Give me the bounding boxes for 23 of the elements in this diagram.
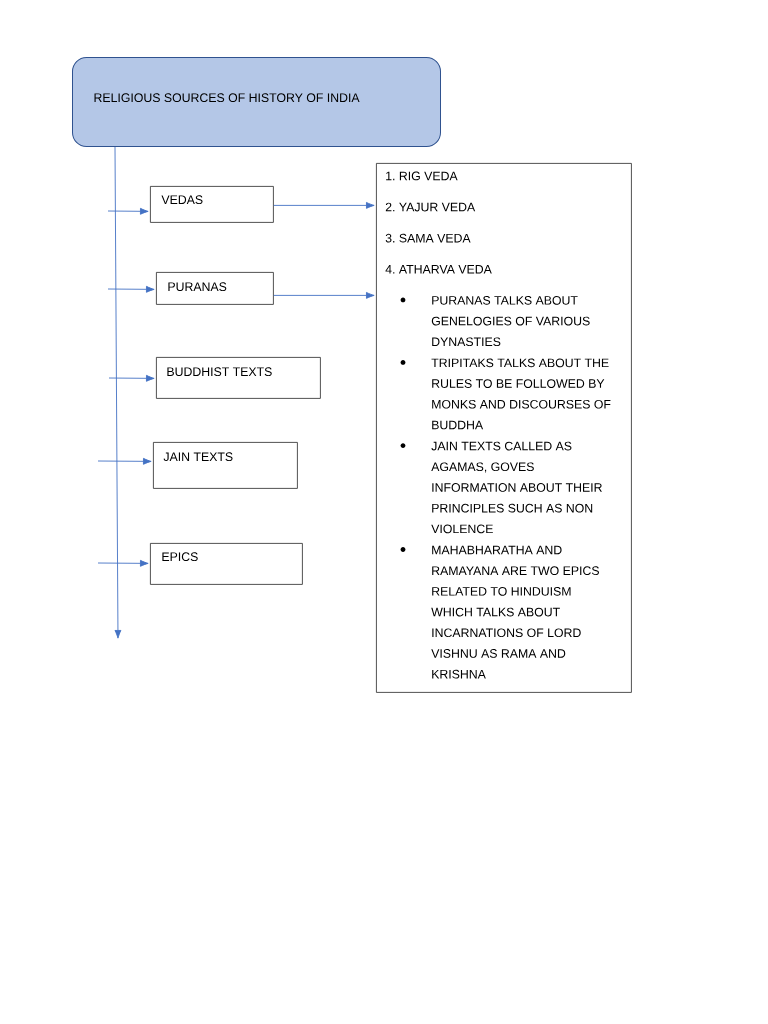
arrow xyxy=(108,374,155,382)
category-box: EPICS xyxy=(150,543,303,585)
list-box xyxy=(376,163,632,693)
list-item: MAHABHARATHA AND RAMAYANA ARE TWO EPICS RELATED TO HINDUISM WHICH TALKS ABOUT INCARNATIONS OF LORD VISHNU AS RAMA AND KRISHNA xyxy=(431,545,599,679)
arrow xyxy=(273,292,375,299)
heading-box: RELIGIOUS SOURCES OF HISTORY OF INDIA xyxy=(72,57,441,147)
category-box: BUDDHIST TEXTS xyxy=(156,357,321,399)
category-box: PURANAS xyxy=(156,272,274,305)
arrow xyxy=(114,146,122,639)
list-item: JAIN TEXTS CALLED AS AGAMAS, GOVES INFORMATION ABOUT THEIR PRINCIPLES SUCH AS NON VIOLENCE xyxy=(431,441,602,534)
category-box: JAIN TEXTS xyxy=(153,442,298,489)
list-item: 3. SAMA VEDA xyxy=(385,233,471,243)
arrow xyxy=(107,207,149,215)
list-item: TRIPITAKS TALKS ABOUT THE RULES TO BE FOLLOWED BY MONKS AND DISCOURSES OF BUDDHA xyxy=(431,358,611,430)
arrow xyxy=(107,285,155,293)
arrow xyxy=(97,559,149,567)
list-item: 4. ATHARVA VEDA xyxy=(385,265,492,274)
list-item: 1. RIG VEDA xyxy=(386,171,458,181)
category-box: VEDAS xyxy=(150,186,274,223)
arrow xyxy=(97,457,152,465)
list-item: PURANAS TALKS ABOUT GENELOGIES OF VARIOUS DYNASTIES xyxy=(431,296,590,347)
arrow xyxy=(273,202,375,209)
list-item: 2. YAJUR VEDA xyxy=(385,202,476,212)
